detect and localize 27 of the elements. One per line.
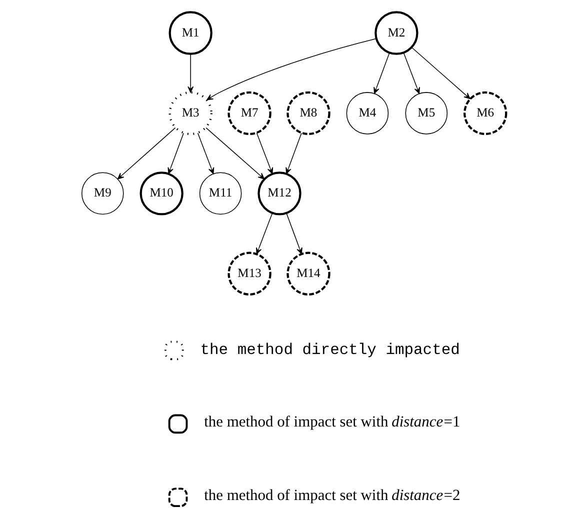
- node-circle: M14: [286, 252, 330, 296]
- arrow: [255, 212, 272, 254]
- node-circle: M3: [168, 91, 212, 136]
- node-circle: M11: [198, 172, 242, 215]
- legend-label: the method directly impacted: [200, 341, 460, 360]
- node-circle: M8: [286, 91, 330, 136]
- legend-label: the method of impact set with distance=2: [204, 487, 460, 504]
- arrow: [373, 52, 390, 94]
- node-circle: M1: [168, 11, 212, 55]
- arrow: [285, 132, 302, 174]
- arrow: [256, 132, 273, 174]
- arrow: [167, 132, 184, 174]
- arrow: [205, 127, 264, 180]
- arrow: [187, 54, 194, 93]
- arrow: [411, 47, 470, 100]
- arrow: [402, 52, 420, 94]
- arrow: [196, 132, 214, 174]
- node-circle: M4: [346, 92, 388, 134]
- arrow: [206, 38, 376, 100]
- legend-label: the method of impact set with distance=1: [204, 414, 460, 431]
- node-circle: M2: [374, 11, 418, 55]
- node-circle: M7: [227, 91, 271, 136]
- node-circle: M5: [404, 92, 448, 134]
- node-circle: M10: [139, 172, 183, 216]
- arrow: [286, 212, 302, 254]
- arrow: [116, 127, 176, 180]
- node-circle: M13: [227, 252, 271, 296]
